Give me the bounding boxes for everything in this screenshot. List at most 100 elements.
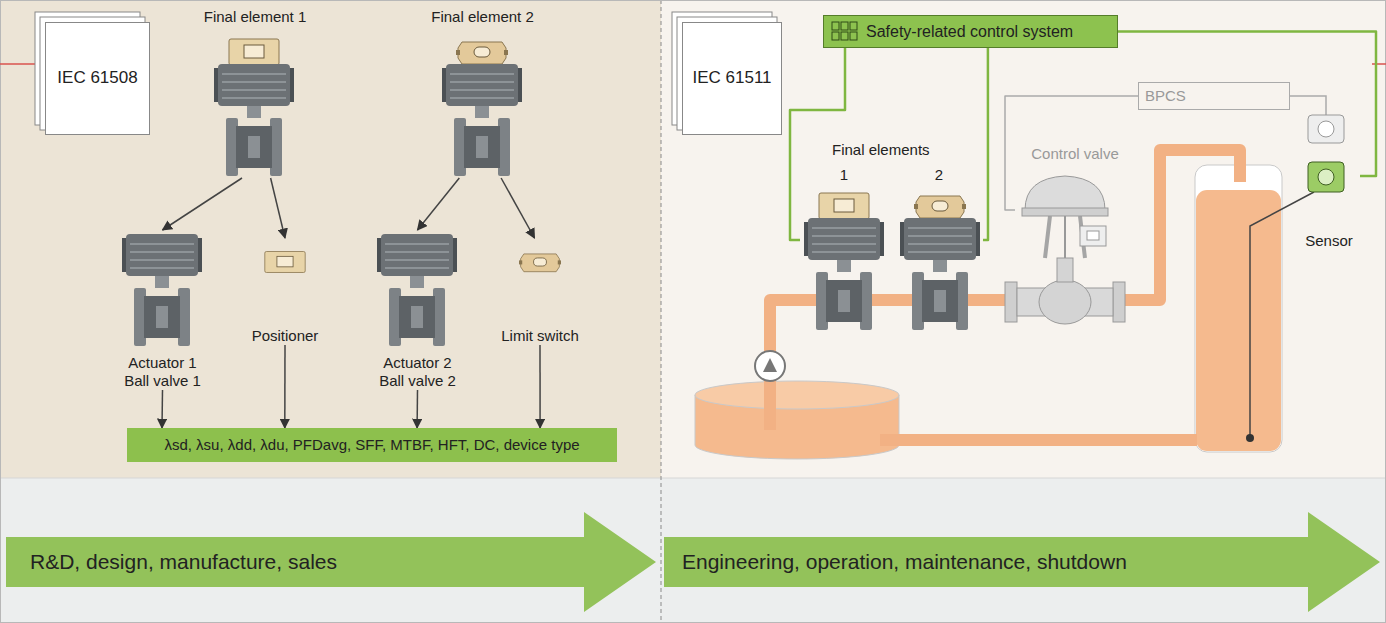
control-valve-drawing <box>1025 176 1105 210</box>
node-text: Positioner <box>252 327 319 345</box>
connector <box>271 178 285 238</box>
final-element-drawing <box>914 196 966 218</box>
control-valve-drawing <box>1087 231 1099 240</box>
standard-document: IEC 61511 <box>682 22 782 135</box>
system-icon <box>832 32 839 40</box>
system-icon <box>831 21 859 43</box>
basin <box>695 381 899 409</box>
node-text: R&D, design, manufacture, sales <box>30 549 337 574</box>
arrow-shape <box>664 512 1380 612</box>
sensor-drawing <box>1308 115 1344 143</box>
component: Actuator 2 Ball valve 2 <box>365 230 470 390</box>
final-element-drawing <box>804 193 980 330</box>
node-text: Actuator 2 Ball valve 2 <box>372 354 464 390</box>
standard-document: IEC 61508 <box>45 22 150 135</box>
system-icon <box>841 32 848 40</box>
node-text: IEC 61511 <box>692 68 771 88</box>
final-element: 1 <box>800 166 888 334</box>
control-valve-drawing <box>1039 280 1091 324</box>
sensor-drawing <box>1246 96 1344 442</box>
connector <box>539 345 541 428</box>
connector <box>1118 32 1376 177</box>
panel-background <box>0 478 1386 623</box>
basin <box>695 381 899 459</box>
final-element-drawing <box>900 218 980 330</box>
node-text: Engineering, operation, maintenance, shu… <box>682 549 1127 574</box>
control-valve-drawing <box>1080 226 1106 246</box>
sensor: Sensor <box>1298 158 1360 250</box>
connector <box>163 178 243 230</box>
system-icon <box>832 22 839 30</box>
tank <box>1195 165 1282 452</box>
panel-background <box>661 0 662 623</box>
node-text: Final element 2 <box>431 8 534 26</box>
sensor-drawing <box>1246 434 1254 442</box>
node-text: λsd, λsu, λdd, λdu, PFDavg, SFF, MTBF, H… <box>164 436 579 454</box>
final-element-drawing <box>229 39 279 65</box>
control-valve-drawing <box>1022 208 1108 216</box>
node-text: BPCS <box>1145 87 1186 105</box>
component: Actuator 1 Ball valve 1 <box>110 230 215 390</box>
pump <box>755 351 785 381</box>
system-icon <box>841 22 848 30</box>
component-drawing <box>377 234 457 346</box>
component: Positioner <box>235 238 335 345</box>
final-element-drawing <box>214 64 294 176</box>
tank <box>1196 190 1281 451</box>
connector <box>284 345 286 428</box>
sensor-drawing <box>1250 192 1314 436</box>
final-element: 2 <box>895 166 983 334</box>
pipe <box>880 434 1197 446</box>
connector <box>1005 96 1138 210</box>
phase-arrow: R&D, design, manufacture, sales <box>6 512 656 612</box>
final-element: Final element 2 <box>405 8 560 178</box>
connector <box>501 178 534 238</box>
pump <box>755 351 785 381</box>
node-text: Control valve <box>1031 145 1119 163</box>
control-valve-drawing <box>1113 282 1125 322</box>
parameter-band: λsd, λsu, λdd, λdu, PFDavg, SFF, MTBF, H… <box>127 428 617 462</box>
node-text: 2 <box>935 166 943 184</box>
sensor-drawing <box>1318 121 1334 137</box>
sensor-drawing <box>1290 96 1326 115</box>
panel-background <box>0 0 661 478</box>
node-text: IEC 61508 <box>57 68 137 88</box>
control-valve-drawing <box>1064 216 1066 258</box>
final-element-drawing <box>456 42 508 64</box>
component-drawing <box>122 234 202 346</box>
node-text: Safety-related control system <box>866 22 1073 41</box>
control-valve: Control valve <box>1015 145 1135 335</box>
control-valve-drawing <box>1005 176 1125 324</box>
component: Limit switch <box>485 238 595 345</box>
node-text: Limit switch <box>501 327 579 345</box>
final-element-drawing <box>819 193 869 219</box>
component-drawing <box>122 234 561 346</box>
node-text: Sensor <box>1305 232 1353 250</box>
control-valve-drawing <box>1005 282 1017 322</box>
control-valve-drawing <box>1045 216 1085 258</box>
component-drawing <box>265 252 305 273</box>
connector <box>983 48 988 240</box>
sensor-drawing <box>1318 169 1334 185</box>
connector <box>418 178 460 230</box>
final-element: Final element 1 <box>190 8 320 178</box>
sensor-drawing <box>1308 162 1344 192</box>
panel-background <box>661 0 1386 478</box>
control-system-box: Safety-related control system <box>823 15 1118 48</box>
final-element-drawing <box>804 218 884 330</box>
connector <box>161 390 163 428</box>
system-icon <box>850 32 857 40</box>
final-element-drawing <box>214 39 522 176</box>
pump <box>763 358 777 372</box>
phase-arrow: Engineering, operation, maintenance, shu… <box>664 512 1380 612</box>
connector <box>416 390 418 428</box>
control-valve-drawing <box>1057 258 1073 282</box>
panel-background <box>0 478 1386 479</box>
group-label: Final elements <box>832 141 930 159</box>
system-icon <box>850 22 857 30</box>
node-text: 1 <box>840 166 848 184</box>
final-element-drawing <box>442 64 522 176</box>
bpcs-box: BPCS <box>1138 82 1290 110</box>
